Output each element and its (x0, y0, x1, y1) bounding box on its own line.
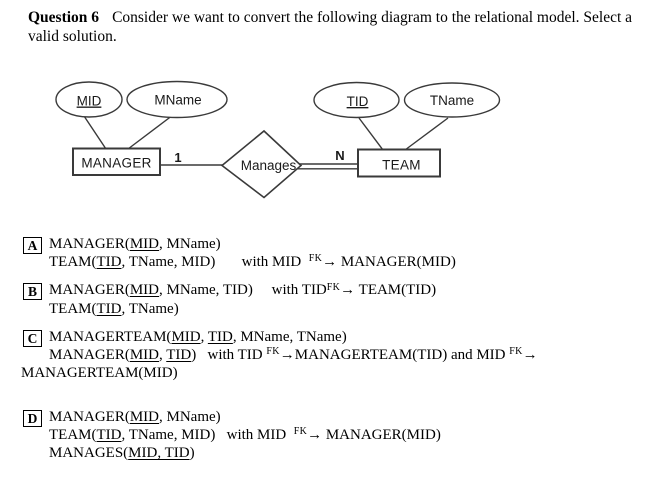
primary-key-underlined: TID (166, 346, 192, 363)
question-text: Consider we want to convert the followin… (112, 9, 633, 26)
option-text-segment: MANAGER( (49, 236, 130, 252)
option-text-segment: , MName) (159, 409, 221, 425)
connector-mid-manager (83, 115, 107, 150)
option-text-segment: , (159, 346, 167, 363)
cardinality-one-label: 1 (174, 150, 181, 165)
team-entity-label: TEAM (382, 158, 421, 173)
option-c-text: MANAGERTEAM(MID, TID, MName, TName)MANAG… (21, 329, 538, 383)
primary-key-underlined: TID (96, 426, 122, 443)
question-line-1: Question 6 Consider we want to convert th… (28, 9, 634, 28)
question-number: Question 6 (28, 9, 100, 26)
tid-attribute-ellipse (313, 81, 400, 119)
option-c-selector[interactable]: C (23, 330, 42, 347)
tid-attribute-label: TID (347, 94, 369, 109)
option-b-text: MANAGER(MID, MName, TID) with TIDFK→ TEA… (49, 282, 436, 318)
option-text-segment: ) with TID (191, 346, 267, 363)
option-line: MANAGER(MID, TID) with TID FK→MANAGERTEA… (49, 346, 538, 366)
primary-key-underlined: TID (96, 253, 122, 270)
fk-superscript: FK (293, 426, 308, 438)
mname-attribute-label: MName (154, 93, 201, 108)
option-text-segment: TEAM( (49, 253, 97, 270)
primary-key-underlined: TID (96, 300, 122, 317)
option-text-segment: , TName, MID) with MID (121, 426, 294, 443)
fk-superscript: FK (326, 281, 341, 293)
team-entity-box (357, 148, 441, 178)
option-text-segment: , TName, MID) with MID (121, 253, 309, 270)
option-text-segment: → MANAGER(MID) (322, 253, 456, 270)
option-text-segment: , MName, TName) (232, 329, 347, 345)
option-a-selector[interactable]: A (23, 237, 42, 254)
cardinality-many-label: N (335, 148, 344, 163)
question-header: Question 6 Consider we want to convert th… (28, 9, 634, 46)
option-text-segment: MANAGES( (49, 445, 129, 462)
option-text-segment: , (200, 329, 208, 345)
option-text-segment: MANAGER( (49, 409, 130, 425)
manager-entity-box (72, 147, 161, 176)
option-text-segment: TEAM( (49, 426, 97, 443)
option-b: B MANAGER(MID, MName, TID) with TIDFK→ T… (23, 282, 436, 318)
connector-tid-team (358, 117, 384, 151)
tname-attribute-label: TName (430, 93, 474, 108)
primary-key-underlined: MID, TID (128, 445, 190, 462)
er-diagram: MID MName TID TName MANAGER TEAM Manages… (55, 80, 501, 199)
option-line: MANAGERTEAM(MID, TID, MName, TName) (49, 329, 538, 347)
option-text-segment: ) (189, 445, 195, 462)
option-line: TEAM(TID, TName, MID) with MID FK→ MANAG… (49, 426, 441, 446)
option-text-segment: MANAGER( (49, 282, 130, 298)
primary-key-underlined: MID (171, 329, 201, 345)
connector-mname-manager (127, 114, 174, 150)
manages-relationship-label: Manages (241, 158, 297, 173)
option-text-segment: →MANAGERTEAM(TID) and MID (279, 346, 510, 363)
option-line: MANAGER(MID, MName, TID) with TIDFK→ TEA… (49, 282, 436, 301)
option-text-segment: MANAGERTEAM(MID) (21, 365, 178, 382)
manages-relationship-diamond (220, 129, 303, 199)
option-b-selector[interactable]: B (23, 283, 42, 300)
primary-key-underlined: MID (129, 236, 160, 252)
option-d: D MANAGER(MID, MName)TEAM(TID, TName, MI… (23, 409, 441, 463)
option-text-segment: , TName) (121, 300, 179, 317)
primary-key-underlined: MID (129, 409, 160, 425)
manager-entity-label: MANAGER (81, 156, 151, 171)
mid-attribute-ellipse (55, 81, 123, 118)
tname-attribute-ellipse (403, 82, 501, 118)
option-d-text: MANAGER(MID, MName)TEAM(TID, TName, MID)… (49, 409, 441, 463)
option-line: MANAGERTEAM(MID) (21, 365, 538, 383)
option-a-text: MANAGER(MID, MName)TEAM(TID, TName, MID)… (49, 236, 456, 272)
option-line: MANAGER(MID, MName) (49, 409, 441, 427)
primary-key-underlined: MID (129, 282, 160, 298)
option-text-segment: → TEAM(TID) (340, 282, 437, 298)
connector-tname-team (404, 117, 449, 151)
option-text-segment: MANAGERTEAM( (49, 329, 172, 345)
primary-key-underlined: TID (207, 329, 233, 345)
option-line: TEAM(TID, TName) (49, 301, 436, 319)
option-d-selector[interactable]: D (23, 410, 42, 427)
option-text-segment: , MName) (159, 236, 221, 252)
question-line-2: valid solution. (28, 27, 117, 45)
fk-superscript: FK (308, 253, 323, 265)
option-c: C MANAGERTEAM(MID, TID, MName, TName)MAN… (21, 329, 538, 383)
option-text-segment: , MName, TID) with TID (159, 282, 327, 298)
primary-key-underlined: MID (129, 346, 160, 363)
option-line: MANAGES(MID, TID) (49, 445, 441, 463)
option-text-segment: MANAGER( (49, 346, 130, 363)
mname-attribute-ellipse (126, 80, 228, 119)
option-a: A MANAGER(MID, MName)TEAM(TID, TName, MI… (23, 236, 456, 272)
option-text-segment: → (522, 346, 538, 363)
option-line: TEAM(TID, TName, MID) with MID FK→ MANAG… (49, 253, 456, 273)
fk-superscript: FK (266, 346, 280, 358)
option-text-segment: TEAM( (49, 300, 97, 317)
option-line: MANAGER(MID, MName) (49, 236, 456, 254)
option-text-segment: → MANAGER(MID) (307, 426, 441, 443)
fk-superscript: FK (509, 346, 523, 358)
mid-attribute-label: MID (77, 94, 102, 109)
